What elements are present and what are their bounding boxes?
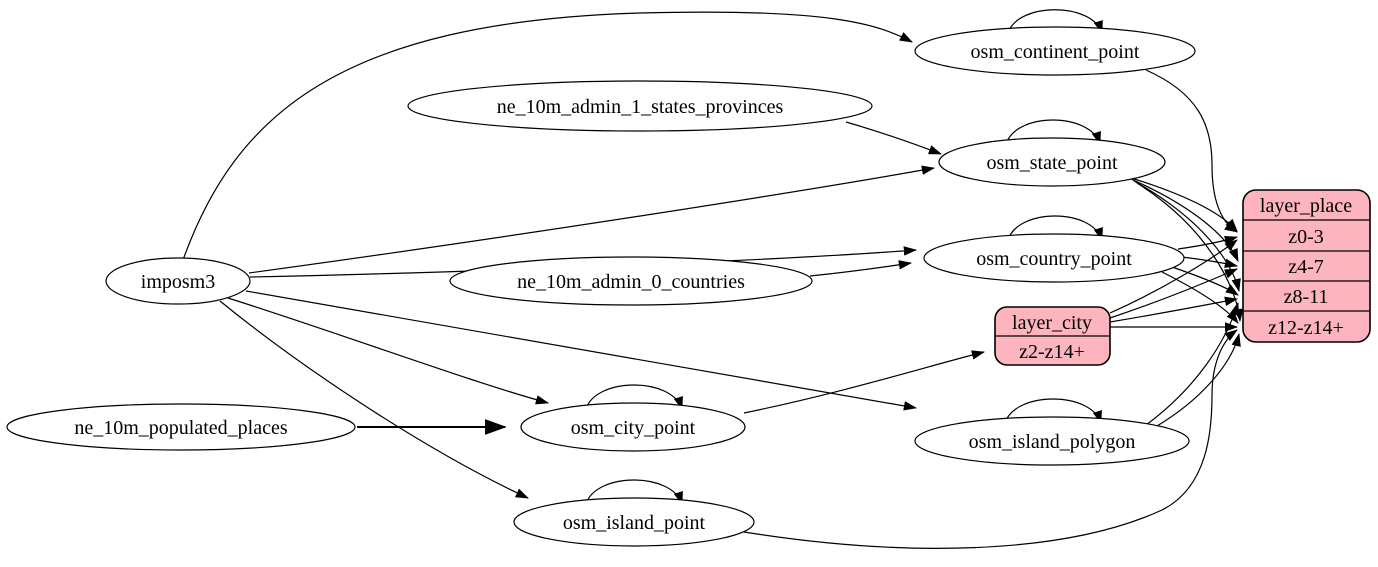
self-loop-osm_state_point bbox=[1005, 119, 1101, 146]
edge-imposm3-to-osm_state_point bbox=[248, 165, 936, 274]
edge-osm_country_point-to-layer_place-z0-3 bbox=[1177, 236, 1239, 250]
osm_country_point-label: osm_country_point bbox=[976, 248, 1132, 270]
osm_continent_point-label: osm_continent_point bbox=[971, 41, 1140, 63]
edge-imposm3-to-osm_island_point bbox=[219, 300, 529, 499]
self-loop-osm_continent_point bbox=[1007, 9, 1103, 35]
self-loop-osm_island_point bbox=[585, 479, 683, 506]
layer_place-row-z4-7: z4-7 bbox=[1288, 256, 1324, 278]
edge-osm_state_point-to-layer_place-z0-3 bbox=[1127, 176, 1238, 232]
layer_place-box bbox=[1242, 189, 1371, 343]
ne_10m_admin_0_countries-ellipse bbox=[449, 256, 813, 306]
ne_10m_admin_1_states_provinces-label: ne_10m_admin_1_states_provinces bbox=[497, 96, 784, 118]
edge-osm_island_point-to-layer_place-z12-z14 bbox=[743, 329, 1238, 549]
node-osm_island_point: osm_island_point bbox=[513, 497, 755, 547]
node-osm_city_point: osm_city_point bbox=[520, 402, 746, 452]
layer_place-row-z0-3: z0-3 bbox=[1288, 226, 1324, 248]
ne_10m_populated_places-label: ne_10m_populated_places bbox=[74, 417, 287, 439]
node-osm_state_point: osm_state_point bbox=[938, 137, 1166, 187]
edge-osm_island_polygon-to-layer_place-z8-11 bbox=[1145, 301, 1239, 426]
osm_city_point-label: osm_city_point bbox=[571, 417, 696, 439]
osm_island_point-ellipse bbox=[513, 497, 755, 547]
osm_state_point-ellipse bbox=[938, 137, 1166, 187]
ne_10m_admin_1_states_provinces-ellipse bbox=[407, 80, 873, 132]
edge-osm_city_point-to-layer_city-z2-z14 bbox=[743, 350, 986, 414]
edge-osm_continent_point-to-layer_place-z0-3 bbox=[1145, 69, 1238, 233]
osm_city_point-ellipse bbox=[520, 402, 746, 452]
node-ne_10m_admin_1_states_provinces: ne_10m_admin_1_states_provinces bbox=[407, 80, 873, 132]
edge-ne_10m_admin_0_countries-to-osm_country_point bbox=[809, 260, 913, 277]
edge-imposm3-to-osm_continent_point bbox=[182, 11, 913, 261]
osm_state_point-label: osm_state_point bbox=[986, 152, 1118, 174]
edge-ne_10m_admin_1_states_provinces-to-osm_state_point bbox=[845, 121, 942, 155]
node-osm_continent_point: osm_continent_point bbox=[914, 26, 1196, 76]
record-layer_place: layer_place z0-3 z4-7 z8-11 z12-z14+ bbox=[1242, 189, 1371, 343]
self-loop-osm_country_point bbox=[1007, 215, 1103, 242]
node-osm_island_polygon: osm_island_polygon bbox=[914, 416, 1190, 466]
edge-layer_city-to-layer_place-z4-7 bbox=[1109, 268, 1238, 319]
ne_10m_populated_places-ellipse bbox=[6, 403, 356, 451]
osm_island_polygon-label: osm_island_polygon bbox=[969, 431, 1136, 453]
edge-imposm3-to-osm_city_point bbox=[227, 297, 550, 405]
osm_island_point-label: osm_island_point bbox=[563, 512, 706, 534]
layer_place-row-z8-11: z8-11 bbox=[1284, 286, 1329, 308]
osm_country_point-ellipse bbox=[923, 233, 1185, 283]
self-loop-osm_city_point bbox=[585, 384, 683, 411]
layer_city-row-z2-z14: z2-z14+ bbox=[1019, 341, 1085, 363]
edge-osm_country_point-to-layer_place-z12-z14 bbox=[1161, 271, 1239, 324]
osm_island_polygon-ellipse bbox=[914, 416, 1190, 466]
record-layer_city: layer_city z2-z14+ bbox=[994, 306, 1111, 366]
ne_10m_admin_0_countries-label: ne_10m_admin_0_countries bbox=[517, 271, 745, 293]
layer_place-row-z12-z14: z12-z14+ bbox=[1268, 317, 1344, 339]
node-ne_10m_admin_0_countries: ne_10m_admin_0_countries bbox=[449, 256, 813, 306]
edge-imposm3-to-osm_island_polygon bbox=[245, 290, 918, 411]
self-loop-osm_island_polygon bbox=[1004, 398, 1102, 425]
edge-osm_state_point-to-layer_place-z8-11 bbox=[1133, 180, 1241, 293]
edge-osm_island_polygon-to-layer_place-z12-z14 bbox=[1151, 332, 1241, 430]
edge-osm_state_point-to-layer_place-z4-7 bbox=[1130, 178, 1239, 262]
osm_continent_point-ellipse bbox=[914, 26, 1196, 76]
edge-osm_country_point-to-layer_place-z8-11 bbox=[1171, 266, 1239, 296]
edge-layer_city-to-layer_place-z0-3 bbox=[1109, 239, 1238, 314]
layer_place-title: layer_place bbox=[1260, 195, 1352, 217]
edge-layer_city-to-layer_place-z8-11 bbox=[1109, 296, 1239, 323]
node-ne_10m_populated_places: ne_10m_populated_places bbox=[6, 403, 356, 451]
edge-osm_country_point-to-layer_place-z4-7 bbox=[1181, 256, 1239, 268]
node-osm_country_point: osm_country_point bbox=[923, 233, 1185, 283]
node-imposm3: imposm3 bbox=[105, 257, 251, 305]
imposm3-label: imposm3 bbox=[141, 271, 215, 293]
layer_city-title: layer_city bbox=[1012, 312, 1092, 334]
imposm3-ellipse bbox=[105, 257, 251, 305]
